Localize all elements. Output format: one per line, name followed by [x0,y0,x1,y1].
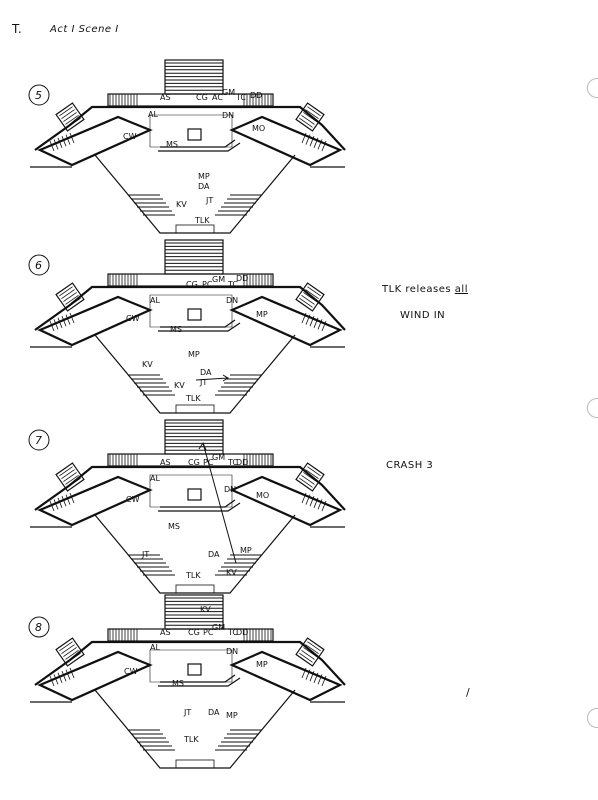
actor-label: DA [198,182,210,191]
actor-label: AL [150,296,160,305]
actor-label: GM [212,453,225,462]
actor-label: DN [222,111,234,120]
actor-label: KV [200,605,211,614]
act-scene-title: Act I Scene I [50,24,119,35]
actor-label: JT [199,378,207,387]
stray-mark: / [466,686,470,699]
actor-label: AS [160,458,171,467]
actor-label: AL [150,643,160,652]
scene-number: 6 [35,259,42,272]
actor-label: TLK [194,216,210,225]
scene-number-badge: 5 [28,84,50,106]
actor-label: AS [160,628,171,637]
actor-label: GM [212,623,225,632]
actor-label: CG [186,280,198,289]
actor-label: DN [226,296,238,305]
movement-arrow [195,374,229,382]
scene-number: 7 [35,434,42,447]
actor-label: CG [188,628,200,637]
actor-label: MO [256,491,269,500]
actor-label: CW [126,495,140,504]
actor-label: TLK [185,394,201,403]
note-tlk-releases-text: TLK releases [382,284,452,295]
actor-label: GM [212,275,225,284]
actor-label: KV [174,381,185,390]
actor-label: JT [183,708,191,717]
actor-label: MS [168,522,180,531]
actor-label: MS [166,140,178,149]
actor-label: MP [256,310,268,319]
actor-label: PC [202,280,213,289]
actor-label: PC [203,628,214,637]
actor-label: TLK [183,735,199,744]
actor-label: CW [123,132,137,141]
actor-label: DN [224,485,236,494]
actor-label: AS [160,93,171,102]
actor-label: AC [212,93,223,102]
scene-number-badge: 8 [28,616,50,638]
note-tlk-releases: TLK releases all [382,284,468,295]
actor-label: TC [227,458,238,467]
actor-label: JT [141,550,149,559]
actor-label: DD [236,274,248,283]
actor-label: MP [256,660,268,669]
actor-label: CG [188,458,200,467]
header-mark: T. [12,22,22,36]
actor-label: DA [208,708,220,717]
note-wind-in: WIND IN [400,310,446,321]
actor-label: DA [208,550,220,559]
actor-label: MP [198,172,210,181]
note-crash: CRASH 3 [386,460,434,471]
actor-label: GM [222,88,235,97]
actor-label: TC [235,93,246,102]
scene-number-badge: 7 [28,429,50,451]
actor-label: MP [188,350,200,359]
actor-label: DD [236,628,248,637]
actor-label: AL [148,110,158,119]
actor-label: DN [226,647,238,656]
note-tlk-releases-emph: all [454,284,468,295]
actor-label: JT [205,196,213,205]
movement-arrow [198,441,237,564]
actor-label: AL [150,474,160,483]
actor-label: TLK [185,571,201,580]
actor-label: DD [250,91,262,100]
actor-label: DD [236,458,248,467]
actor-label: CW [126,314,140,323]
actor-label: MO [252,124,265,133]
actor-label: KV [142,360,153,369]
scene-number-badge: 6 [28,254,50,276]
actor-label: MP [240,546,252,555]
actor-label: KV [176,200,187,209]
actor-label: KV [226,568,237,577]
actor-label: MS [172,679,184,688]
actor-label: TC [227,280,238,289]
actor-label: DA [200,368,212,377]
scene-number: 5 [35,89,42,102]
actor-label: CW [124,667,138,676]
actor-label: MP [226,711,238,720]
actor-label: MS [170,325,182,334]
actor-label: CG [196,93,208,102]
scene-number: 8 [35,621,42,634]
actor-label: TC [227,628,238,637]
